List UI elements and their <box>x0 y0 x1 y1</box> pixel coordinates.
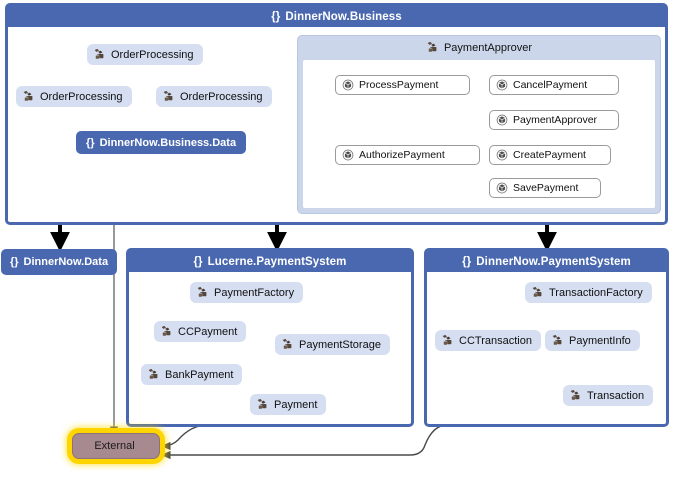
braces-icon: {} <box>9 256 19 268</box>
node-transactionfactory[interactable]: TransactionFactory <box>525 282 652 303</box>
node-dinnernow-business-data[interactable]: {} DinnerNow.Business.Data <box>76 131 247 154</box>
class-icon <box>22 90 35 103</box>
method-savepayment[interactable]: SavePayment <box>489 178 601 198</box>
group-dinnernow-paymentsystem-title: {} DinnerNow.PaymentSystem <box>427 251 666 272</box>
class-icon <box>196 286 209 299</box>
braces-icon: {} <box>193 255 203 268</box>
group-dinnernow-business-title: {} DinnerNow.Business <box>8 6 665 27</box>
method-label: CreatePayment <box>513 149 586 161</box>
class-icon <box>441 334 454 347</box>
node-orderprocessing-top[interactable]: OrderProcessing <box>87 44 203 65</box>
node-payment[interactable]: Payment <box>250 394 327 415</box>
class-icon <box>426 41 439 54</box>
class-icon <box>569 389 582 402</box>
method-label: CancelPayment <box>513 79 588 91</box>
node-label: OrderProcessing <box>180 90 263 103</box>
method-icon <box>496 149 508 161</box>
class-icon <box>162 90 175 103</box>
method-label: PaymentApprover <box>513 114 598 126</box>
method-icon <box>496 114 508 126</box>
node-label: PaymentInfo <box>569 334 631 347</box>
node-paymentinfo[interactable]: PaymentInfo <box>545 330 640 351</box>
class-icon <box>147 368 160 381</box>
node-dinnernow-data[interactable]: {} DinnerNow.Data <box>1 249 117 275</box>
node-label: CCPayment <box>178 325 238 338</box>
class-icon <box>256 398 269 411</box>
braces-icon: {} <box>271 10 281 23</box>
node-label: OrderProcessing <box>40 90 123 103</box>
class-icon <box>160 325 173 338</box>
node-transaction[interactable]: Transaction <box>563 385 654 406</box>
method-label: SavePayment <box>513 182 579 194</box>
class-icon <box>93 48 106 61</box>
node-label: External <box>94 440 135 452</box>
node-label: Transaction <box>587 389 645 402</box>
node-label: BankPayment <box>165 368 234 381</box>
node-label: CCTransaction <box>459 334 532 347</box>
class-icon <box>551 334 564 347</box>
node-label: PaymentStorage <box>299 338 381 351</box>
node-bankpayment[interactable]: BankPayment <box>141 364 243 385</box>
node-orderprocessing-left[interactable]: OrderProcessing <box>16 86 132 107</box>
group-title-label: DinnerNow.PaymentSystem <box>476 255 631 268</box>
node-label: OrderProcessing <box>111 48 194 61</box>
node-ccpayment[interactable]: CCPayment <box>154 321 247 342</box>
group-lucerne-title: {} Lucerne.PaymentSystem <box>129 251 411 272</box>
braces-icon: {} <box>462 255 472 268</box>
class-icon <box>281 338 294 351</box>
node-label: DinnerNow.Business.Data <box>99 136 237 149</box>
method-paymentapprover[interactable]: PaymentApprover <box>489 110 619 130</box>
node-paymentstorage[interactable]: PaymentStorage <box>275 334 390 355</box>
node-label: DinnerNow.Data <box>23 256 109 268</box>
method-icon <box>342 79 354 91</box>
method-icon <box>496 79 508 91</box>
subgroup-title-label: PaymentApprover <box>443 41 533 54</box>
node-orderprocessing-right[interactable]: OrderProcessing <box>156 86 272 107</box>
node-label: TransactionFactory <box>549 286 643 299</box>
class-icon <box>531 286 544 299</box>
method-label: ProcessPayment <box>359 79 439 91</box>
group-title-label: Lucerne.PaymentSystem <box>207 255 347 268</box>
subgroup-paymentapprover-title: PaymentApprover <box>298 36 660 59</box>
node-paymentfactory[interactable]: PaymentFactory <box>190 282 304 303</box>
braces-icon: {} <box>86 136 95 149</box>
node-cctransaction[interactable]: CCTransaction <box>435 330 541 351</box>
node-label: Payment <box>274 398 318 411</box>
method-createpayment[interactable]: CreatePayment <box>489 145 611 165</box>
node-label: PaymentFactory <box>214 286 295 299</box>
method-label: AuthorizePayment <box>359 149 445 161</box>
group-title-label: DinnerNow.Business <box>285 10 402 23</box>
node-external[interactable]: External <box>72 433 160 459</box>
method-processpayment[interactable]: ProcessPayment <box>335 75 470 95</box>
method-icon <box>342 149 354 161</box>
method-cancelpayment[interactable]: CancelPayment <box>489 75 619 95</box>
method-icon <box>496 182 508 194</box>
method-authorizepayment[interactable]: AuthorizePayment <box>335 145 480 165</box>
